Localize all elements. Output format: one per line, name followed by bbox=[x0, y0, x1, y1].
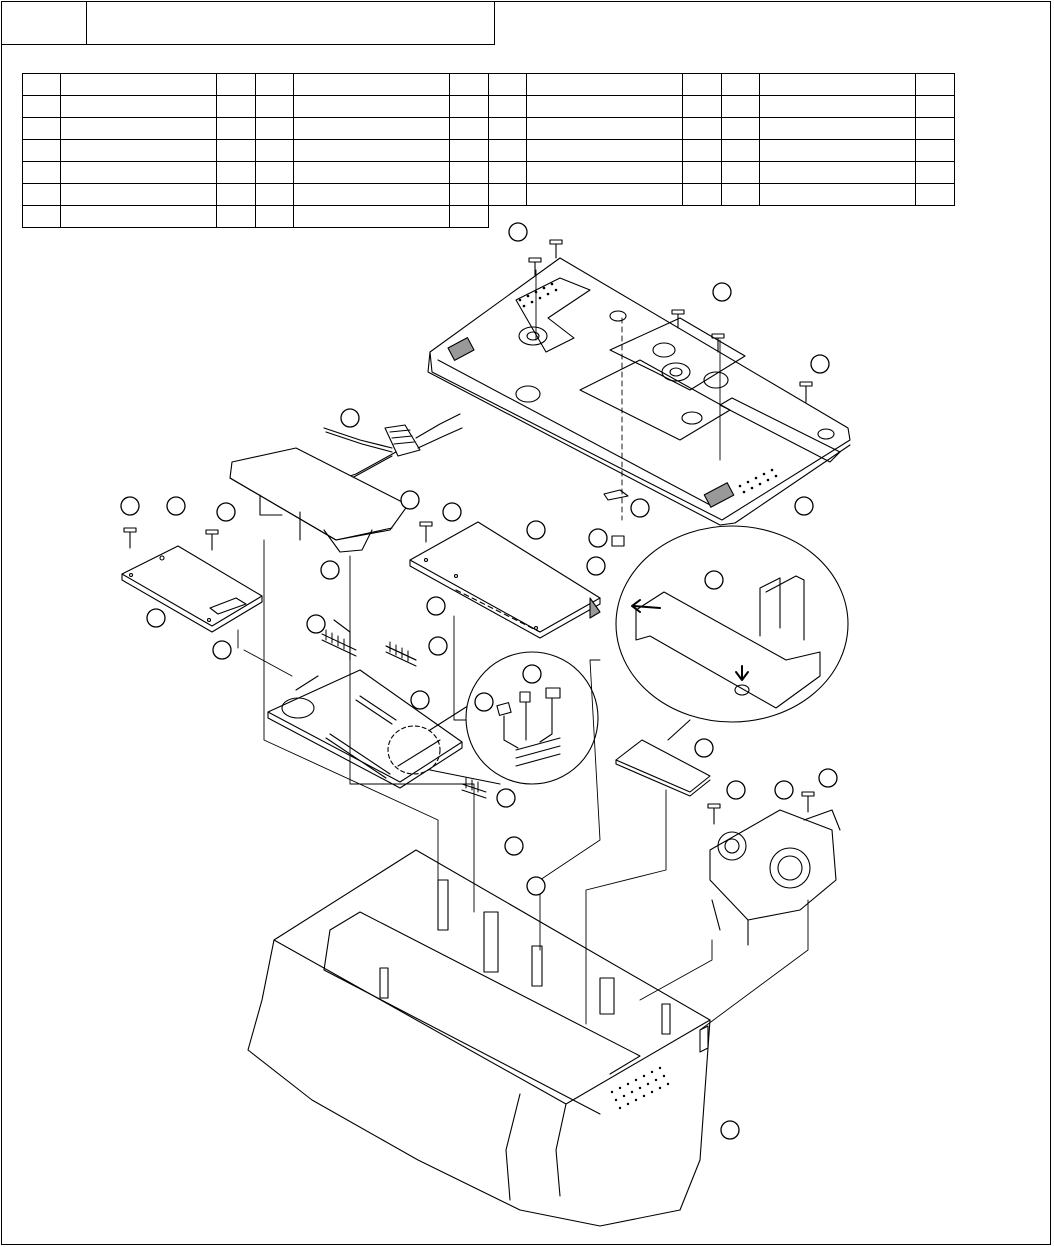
callout-bubble bbox=[818, 768, 838, 788]
callout-bubble bbox=[320, 560, 340, 580]
callout-bubble bbox=[426, 596, 446, 616]
parts-right-row bbox=[488, 73, 955, 96]
parts-left-row bbox=[22, 95, 489, 118]
parts-left-row bbox=[22, 139, 489, 162]
callout-bubble bbox=[774, 780, 794, 800]
parts-left-row bbox=[22, 205, 489, 228]
callout-bubble bbox=[166, 496, 186, 516]
callout-bubble bbox=[216, 502, 236, 522]
mechanism-unit bbox=[709, 809, 841, 946]
callout-bubble bbox=[120, 496, 140, 516]
leader-lines bbox=[237, 269, 809, 1031]
callout-bubble bbox=[810, 354, 830, 374]
callout-bubble bbox=[496, 788, 516, 808]
right-pcb bbox=[409, 521, 601, 639]
callout-bubble bbox=[212, 640, 232, 660]
parts-left-row bbox=[22, 117, 489, 140]
callout-bubble bbox=[508, 222, 528, 242]
callout-bubble bbox=[428, 636, 448, 656]
callout-bubble bbox=[630, 498, 650, 518]
callout-bubble bbox=[526, 876, 546, 896]
callout-bubble bbox=[410, 690, 430, 710]
parts-left-row bbox=[22, 183, 489, 206]
callout-bubble bbox=[400, 490, 420, 510]
section-number bbox=[2, 2, 87, 44]
callout-bubble bbox=[146, 608, 166, 628]
parts-table-right bbox=[488, 73, 955, 206]
callout-bubble bbox=[720, 1120, 740, 1140]
callouts bbox=[120, 222, 838, 1140]
callout-bubble bbox=[474, 692, 494, 712]
detail-plate bbox=[615, 719, 711, 797]
plate-detail bbox=[615, 525, 849, 723]
callout-bubble bbox=[442, 502, 462, 522]
parts-right-row bbox=[488, 95, 955, 118]
callout-bubble bbox=[526, 520, 546, 540]
callout-bubble bbox=[504, 836, 524, 856]
callout-bubble bbox=[340, 408, 360, 428]
callout-bubble bbox=[586, 556, 606, 576]
callout-bubble bbox=[704, 570, 724, 590]
callout-bubble bbox=[588, 528, 608, 548]
callout-bubble bbox=[726, 780, 746, 800]
callout-bubble bbox=[694, 738, 714, 758]
small-pcb bbox=[121, 545, 263, 633]
parts-left-row bbox=[22, 73, 489, 96]
parts-left-cell bbox=[449, 205, 489, 228]
callout-bubble bbox=[522, 664, 542, 684]
main-pcb bbox=[267, 619, 501, 789]
callout-bubble bbox=[794, 496, 814, 516]
parts-right-cell bbox=[915, 183, 955, 206]
cable-assembly bbox=[323, 413, 463, 485]
parts-right-row bbox=[488, 183, 955, 206]
connector-detail bbox=[465, 651, 599, 785]
bottom-cover bbox=[427, 257, 851, 526]
lower-case bbox=[247, 849, 711, 1227]
callout-bubble bbox=[306, 614, 326, 634]
screws bbox=[123, 239, 815, 825]
parts-left-row bbox=[22, 161, 489, 184]
parts-table-left bbox=[22, 73, 489, 228]
upper-pcb bbox=[229, 447, 409, 553]
title-block bbox=[1, 1, 495, 45]
callout-bubble bbox=[712, 282, 732, 302]
